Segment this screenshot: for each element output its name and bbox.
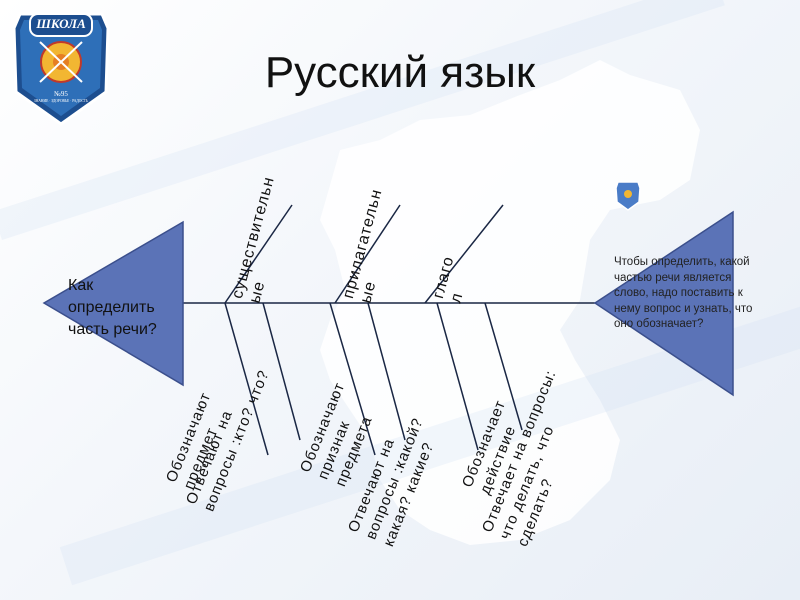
logo-label: ШКОЛА — [36, 16, 86, 31]
page-title: Русский язык — [264, 48, 536, 97]
head-question: Как определить часть речи? — [68, 275, 157, 341]
head-line: часть речи? — [68, 321, 157, 338]
bone-lower-2a — [329, 302, 376, 456]
head-triangle — [42, 220, 184, 387]
bone-upper-1 — [224, 204, 293, 304]
map-emblem-icon — [615, 181, 641, 211]
tail-explanation: Чтобы определить, какой частью речи явля… — [614, 256, 753, 330]
tail-triangle — [593, 210, 734, 397]
bone-upper-2 — [334, 204, 401, 304]
bone-lower-1b — [262, 302, 301, 441]
logo-motto: ЗНАНИЕ · ЗДОРОВЬЕ · РАДОСТЬ — [33, 99, 89, 103]
school-logo — [12, 12, 110, 126]
bone-lower-1a — [224, 302, 269, 456]
logo-number: №95 — [54, 90, 68, 98]
bone-lower-3a — [436, 302, 479, 451]
bone-upper-3 — [424, 204, 504, 304]
head-line: определить — [68, 299, 155, 316]
bone-lower-3b — [484, 302, 523, 431]
bone-lower-2b — [367, 302, 406, 441]
head-line: Как — [68, 277, 94, 294]
